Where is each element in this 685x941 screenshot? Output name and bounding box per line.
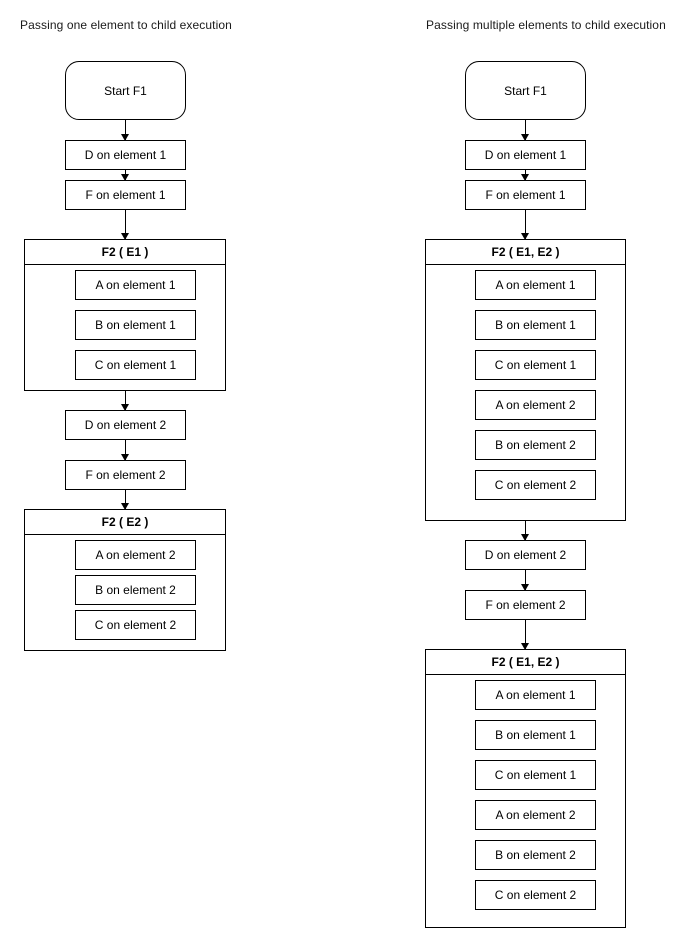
process-node: B on element 2 [475, 840, 596, 870]
process-node: C on element 1 [475, 350, 596, 380]
column-title-left: Passing one element to child execution [20, 18, 232, 32]
connector-arrow [525, 570, 526, 590]
process-node: A on element 1 [475, 680, 596, 710]
group-header-label: F2 ( E1, E2 ) [426, 650, 625, 675]
start-node: Start F1 [65, 61, 186, 120]
arrowhead-icon [121, 503, 130, 510]
connector-arrow [125, 120, 126, 140]
process-node: A on element 1 [475, 270, 596, 300]
connector-arrow [525, 620, 526, 649]
process-node: C on element 1 [75, 350, 196, 380]
process-node: A on element 2 [75, 540, 196, 570]
process-node: D on element 1 [65, 140, 186, 170]
arrowhead-icon [521, 134, 530, 141]
process-node: C on element 2 [475, 880, 596, 910]
process-node: A on element 1 [75, 270, 196, 300]
process-node: B on element 1 [475, 310, 596, 340]
connector-arrow [125, 440, 126, 460]
process-node: D on element 1 [465, 140, 586, 170]
arrowhead-icon [121, 454, 130, 461]
process-node: A on element 2 [475, 800, 596, 830]
connector-arrow [525, 210, 526, 239]
arrowhead-icon [521, 534, 530, 541]
group-header-label: F2 ( E1, E2 ) [426, 240, 625, 265]
process-node: A on element 2 [475, 390, 596, 420]
connector-arrow [125, 490, 126, 509]
column-title-right: Passing multiple elements to child execu… [426, 18, 666, 32]
arrowhead-icon [121, 134, 130, 141]
arrowhead-icon [121, 404, 130, 411]
connector-arrow [525, 521, 526, 540]
group-header-label: F2 ( E1 ) [25, 240, 225, 265]
arrowhead-icon [521, 174, 530, 181]
process-node: F on element 2 [465, 590, 586, 620]
group-header-label: F2 ( E2 ) [25, 510, 225, 535]
arrowhead-icon [521, 643, 530, 650]
process-node: C on element 2 [75, 610, 196, 640]
process-node: B on element 1 [75, 310, 196, 340]
process-node: D on element 2 [65, 410, 186, 440]
arrowhead-icon [121, 233, 130, 240]
arrowhead-icon [121, 174, 130, 181]
process-node: F on element 1 [65, 180, 186, 210]
process-node: B on element 1 [475, 720, 596, 750]
connector-arrow [125, 391, 126, 410]
connector-arrow [125, 210, 126, 239]
process-node: C on element 1 [475, 760, 596, 790]
process-node: F on element 2 [65, 460, 186, 490]
process-node: B on element 2 [75, 575, 196, 605]
arrowhead-icon [521, 584, 530, 591]
connector-arrow [525, 120, 526, 140]
arrowhead-icon [521, 233, 530, 240]
process-node: B on element 2 [475, 430, 596, 460]
process-node: C on element 2 [475, 470, 596, 500]
process-node: F on element 1 [465, 180, 586, 210]
process-node: D on element 2 [465, 540, 586, 570]
start-node: Start F1 [465, 61, 586, 120]
